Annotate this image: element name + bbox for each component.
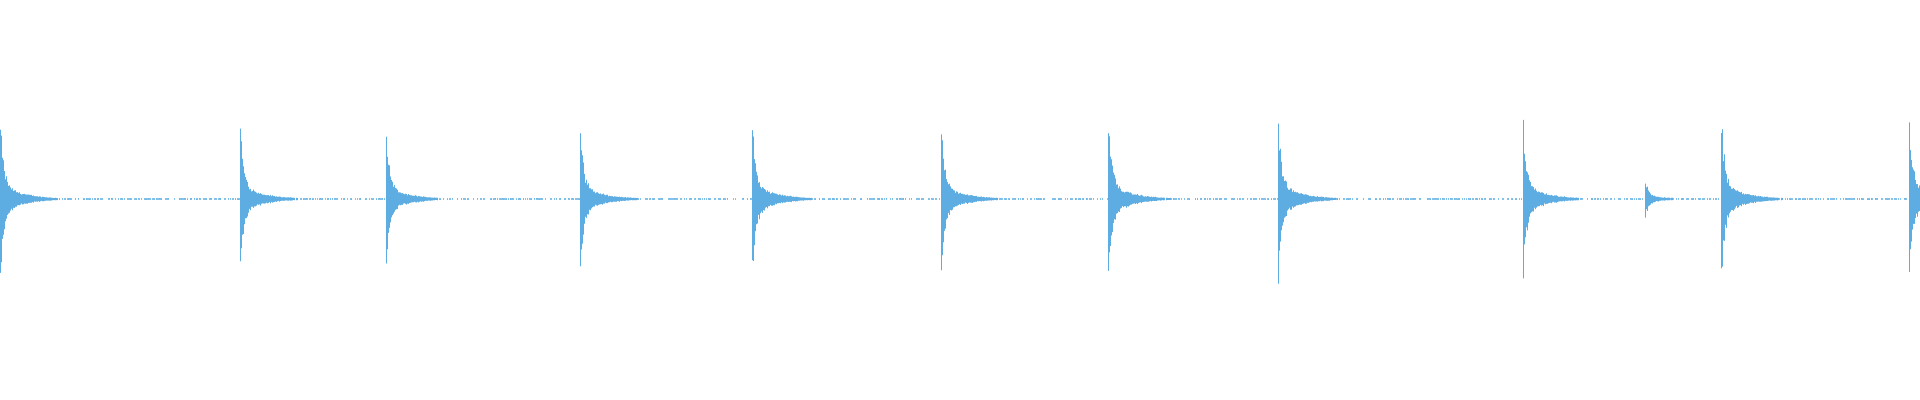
waveform-bars: [0, 119, 1920, 284]
waveform-path: [0, 119, 1920, 284]
